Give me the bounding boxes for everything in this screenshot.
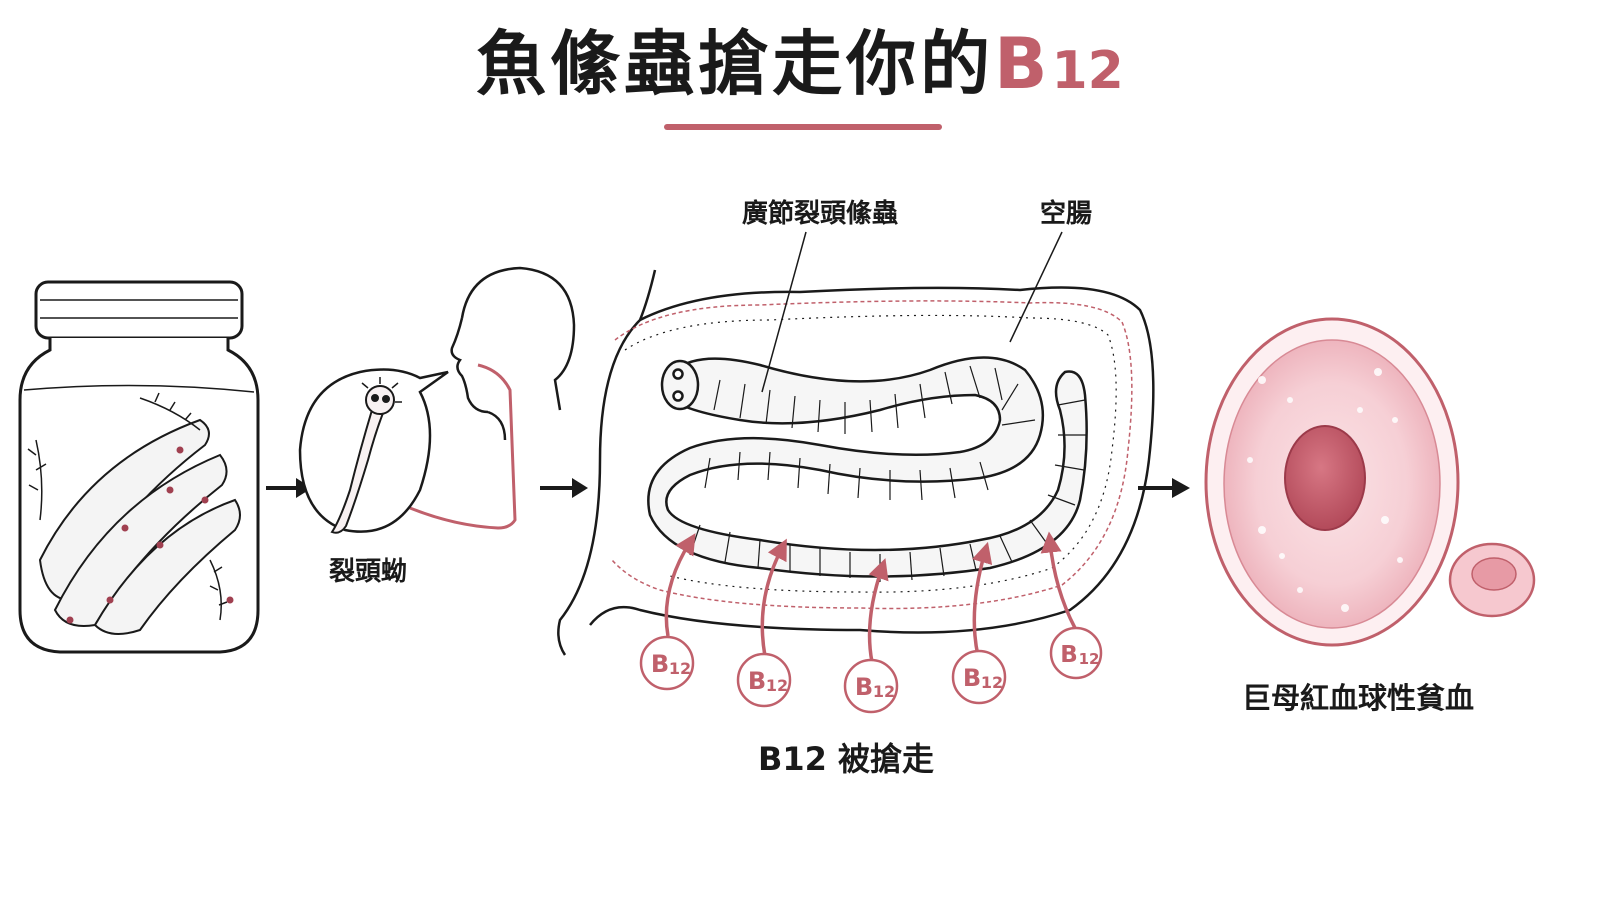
b12-uptake-arrows (664, 531, 1077, 663)
dill-sprig-right-icon (209, 559, 228, 621)
b12-badge-3: B 12 (843, 658, 899, 714)
cell-nucleus (1284, 425, 1366, 531)
arrow-larva-to-intestine (540, 478, 588, 498)
b12-badge-3-main: B (855, 673, 873, 701)
b12-badge-1-main: B (651, 650, 669, 678)
b12-badge-4: B 12 (951, 649, 1007, 705)
broad-fish-tapeworm (647, 356, 1088, 582)
b12-badge-1: B 12 (639, 635, 695, 691)
b12-badge-5: B 12 (1049, 626, 1103, 680)
peppercorns (66, 446, 234, 624)
dill-sprig-left-icon (27, 439, 47, 521)
digestive-path (409, 363, 517, 530)
label-jejunum: 空腸 (1040, 198, 1092, 229)
b12-badge-2-main: B (748, 667, 766, 695)
proglottid-segments (689, 365, 1087, 582)
title-main: 魚絛蟲搶走你的 (476, 23, 995, 105)
pickled-fish-jar (18, 280, 260, 654)
page-title: 魚絛蟲搶走你的B12 (0, 22, 1600, 106)
label-anemia: 巨母紅血球性貧血 (1242, 681, 1474, 715)
label-b12-stolen: B12 被搶走 (758, 740, 934, 778)
title-accent: B12 (994, 23, 1124, 105)
b12-badge-4-main: B (963, 664, 981, 692)
title-accent-b: B (994, 23, 1052, 105)
title-accent-sub: 12 (1051, 41, 1124, 101)
leader-worm (761, 231, 807, 393)
label-worm: 廣節裂頭絛蟲 (742, 198, 898, 229)
leader-jejunum (1009, 231, 1063, 343)
b12-badge-5-main: B (1060, 642, 1078, 668)
arrow-intestine-to-cell (1138, 478, 1190, 498)
b12-badge-1-sub: 12 (669, 659, 691, 678)
label-larva: 裂頭蚴 (329, 557, 407, 587)
b12-badge-4-sub: 12 (981, 673, 1003, 692)
tapeworm-scolex (660, 359, 700, 411)
title-underline (664, 124, 942, 130)
jar-lid (34, 280, 244, 340)
cell-vacuoles (1247, 368, 1403, 612)
b12-badge-5-sub: 12 (1079, 650, 1100, 668)
megaloblastic-red-blood-cell (1204, 317, 1460, 647)
fish-fillets (38, 418, 241, 635)
b12-badge-3-sub: 12 (873, 682, 895, 701)
b12-badge-2: B 12 (736, 652, 792, 708)
plerocercoid-larva-icon (330, 377, 402, 534)
b12-badge-2-sub: 12 (766, 676, 788, 695)
larva-speech-bubble (298, 368, 449, 533)
dill-sprig-top-icon (139, 392, 201, 431)
normal-red-blood-cell (1448, 542, 1536, 618)
human-head-profile (409, 266, 576, 530)
